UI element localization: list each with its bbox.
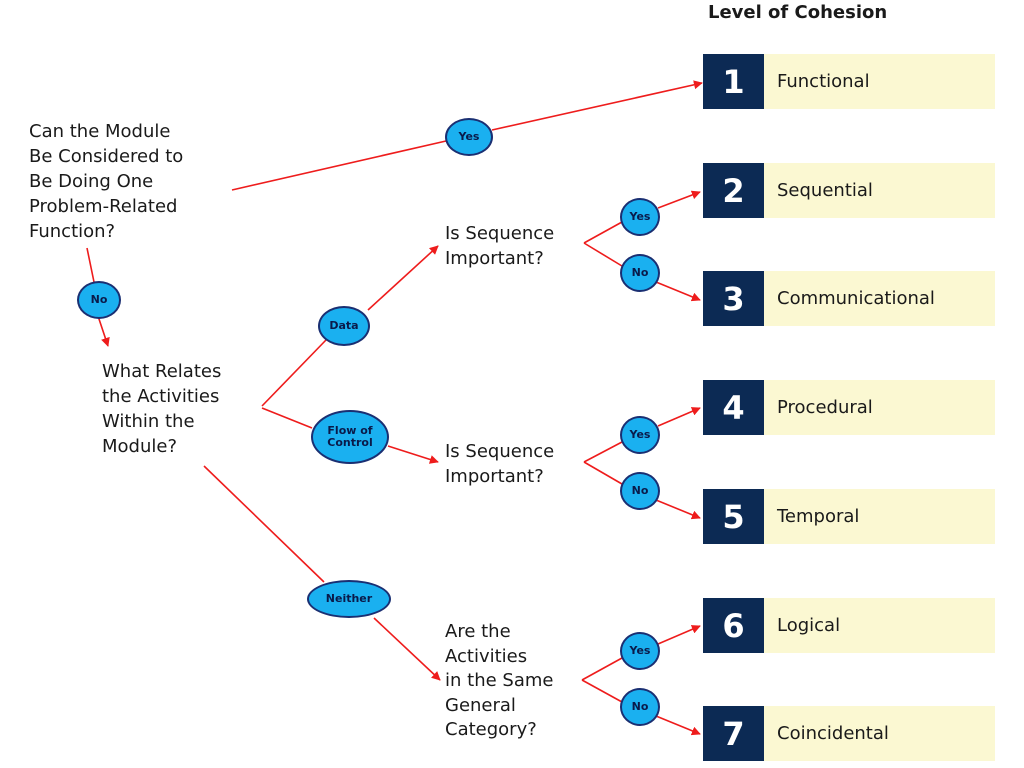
level-label: Logical [764, 598, 995, 653]
level-label: Sequential [764, 163, 995, 218]
arrow-what-to-flow [261, 407, 313, 429]
question-same-category: Are the Activities in the Same General C… [445, 621, 554, 740]
arrow-data-to-sequence [367, 245, 439, 311]
question-sequence-control: Is Sequence Important? [445, 441, 555, 487]
decision-yes-procedural: Yes [620, 416, 660, 454]
level-number: 7 [703, 706, 764, 761]
arrow-cat-to-yes [581, 657, 623, 681]
level-label: Coincidental [764, 706, 995, 761]
arrow-cat-to-no [581, 679, 623, 703]
arrow-seq1-to-yes [583, 221, 623, 244]
level-functional: 1 Functional [703, 54, 995, 109]
level-label: Communicational [764, 271, 995, 326]
arrow-no-to-what-relates [97, 315, 110, 347]
level-logical: 6 Logical [703, 598, 995, 653]
decision-yes-functional: Yes [445, 118, 493, 156]
level-number: 3 [703, 271, 764, 326]
arrow-seq2-to-yes [583, 441, 623, 463]
decision-no-coincidental: No [620, 688, 660, 726]
arrow-neither-to-category [373, 617, 441, 681]
arrow-seq2-to-no [583, 461, 623, 485]
decision-yes-sequential: Yes [620, 198, 660, 236]
level-of-cohesion-title: Level of Cohesion [708, 2, 888, 23]
decision-no-temporal: No [620, 472, 660, 510]
decision-no-top: No [77, 281, 121, 319]
arrow-question-to-no [86, 247, 95, 283]
arrow-yes-to-logical [657, 625, 701, 645]
level-number: 4 [703, 380, 764, 435]
decision-no-communicational: No [620, 254, 660, 292]
level-temporal: 5 Temporal [703, 489, 995, 544]
arrow-what-to-neither [203, 465, 325, 583]
level-label: Functional [764, 54, 995, 109]
arrow-no-to-coincidental [655, 715, 701, 736]
decision-flow-of-control: Flow of Control [311, 410, 389, 464]
arrow-no-to-temporal [655, 499, 701, 520]
level-number: 1 [703, 54, 764, 109]
arrow-yes-to-sequential [657, 190, 701, 209]
arrow-yes-to-procedural [657, 407, 701, 427]
level-coincidental: 7 Coincidental [703, 706, 995, 761]
level-number: 5 [703, 489, 764, 544]
level-sequential: 2 Sequential [703, 163, 995, 218]
decision-neither: Neither [307, 580, 391, 618]
level-label: Temporal [764, 489, 995, 544]
arrow-what-to-data [261, 339, 327, 407]
arrow-yes-to-functional [491, 80, 703, 131]
arrow-seq1-to-no [583, 242, 623, 267]
arrow-no-to-communicational [655, 281, 701, 302]
level-number: 6 [703, 598, 764, 653]
arrow-flow-to-sequence [387, 445, 439, 464]
level-communicational: 3 Communicational [703, 271, 995, 326]
level-number: 2 [703, 163, 764, 218]
decision-yes-logical: Yes [620, 632, 660, 670]
level-procedural: 4 Procedural [703, 380, 995, 435]
question-what-relates: What Relates the Activities Within the M… [102, 361, 222, 457]
level-label: Procedural [764, 380, 995, 435]
decision-data: Data [318, 306, 370, 346]
arrow-question-to-yes [231, 140, 447, 191]
question-sequence-data: Is Sequence Important? [445, 223, 555, 269]
question-one-function: Can the Module Be Considered to Be Doing… [29, 121, 184, 242]
